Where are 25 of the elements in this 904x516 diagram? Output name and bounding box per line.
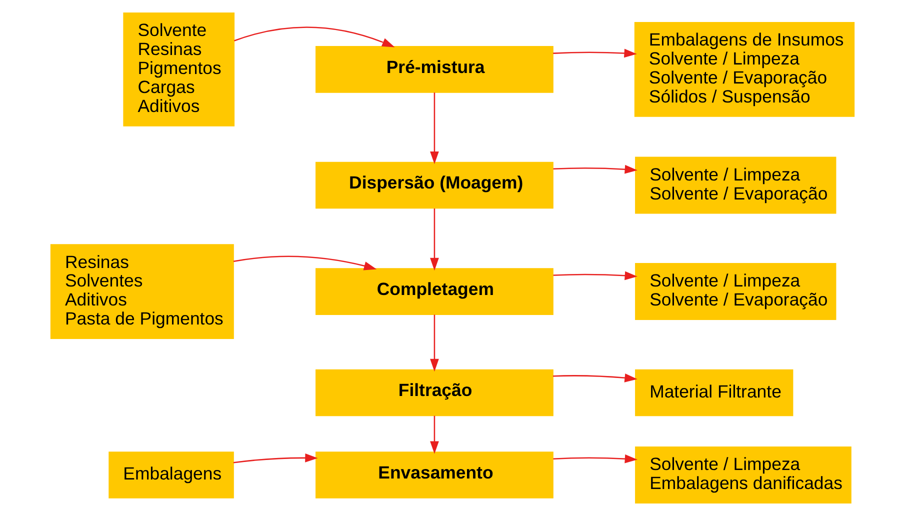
node-box: Solvente / Limpeza Solvente / Evaporação (634, 263, 836, 320)
arrow (430, 314, 438, 372)
node-box: Solvente Resinas Pigmentos Cargas Aditivos (122, 12, 234, 126)
arrow (552, 271, 637, 280)
arrow (552, 48, 636, 58)
arrow (552, 454, 638, 464)
node-box: Solvente / Limpeza Embalagens danificadas (634, 446, 851, 504)
node-box: Completagem (315, 268, 553, 315)
arrow (552, 374, 637, 382)
node-box: Embalagens (108, 452, 234, 498)
arrow (232, 454, 318, 464)
node-box: Embalagens de Insumos Solvente / Limpeza Solvente / Evaporação Sólidos / Suspensão (634, 22, 854, 117)
arrow (430, 208, 438, 271)
node-box: Solvente / Limpeza Solvente / Evaporação (634, 156, 836, 214)
arrow (232, 256, 376, 270)
arrow (430, 92, 438, 164)
node-box: Pré-mistura (315, 46, 553, 93)
arrow (430, 416, 438, 454)
node-box: Filtração (315, 369, 553, 416)
node-box: Dispersão (Moagem) (315, 162, 553, 209)
node-box: Resinas Solventes Aditivos Pasta de Pigmentos (50, 244, 234, 339)
node-box: Envasamento (315, 452, 553, 498)
node-box: Material Filtrante (634, 369, 793, 416)
arrow (234, 26, 394, 48)
arrow (552, 164, 637, 174)
